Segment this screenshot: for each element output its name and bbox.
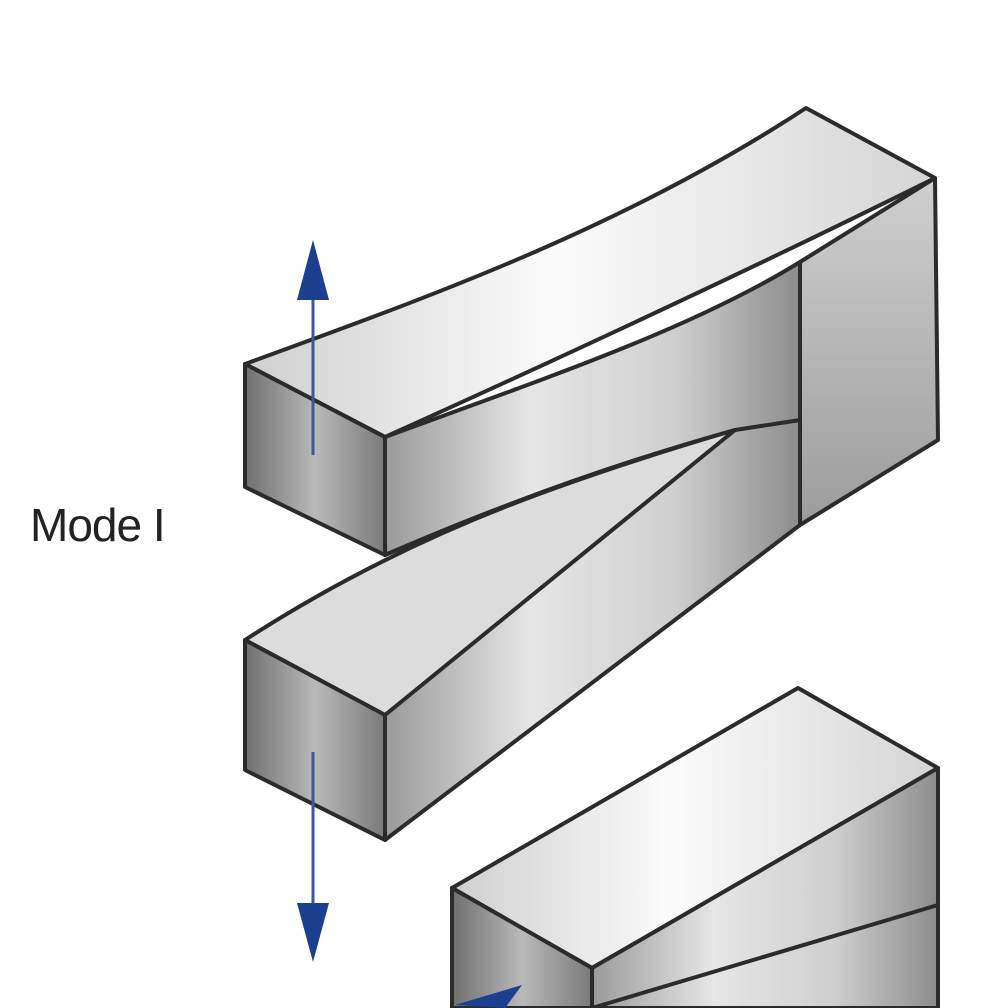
block-upper-top-face xyxy=(243,106,937,439)
arrow-down-icon xyxy=(297,752,329,962)
lower-end-face xyxy=(243,638,387,842)
second-block-end-face xyxy=(450,886,594,1008)
mode-one-block xyxy=(243,106,940,842)
mode-two-block xyxy=(450,686,940,1008)
arrow-up-icon xyxy=(297,240,329,455)
arrow-left-icon xyxy=(455,985,522,1008)
crack-line xyxy=(384,428,736,557)
mode-label: Mode I xyxy=(30,499,166,551)
second-block-slip-line xyxy=(591,903,939,1008)
